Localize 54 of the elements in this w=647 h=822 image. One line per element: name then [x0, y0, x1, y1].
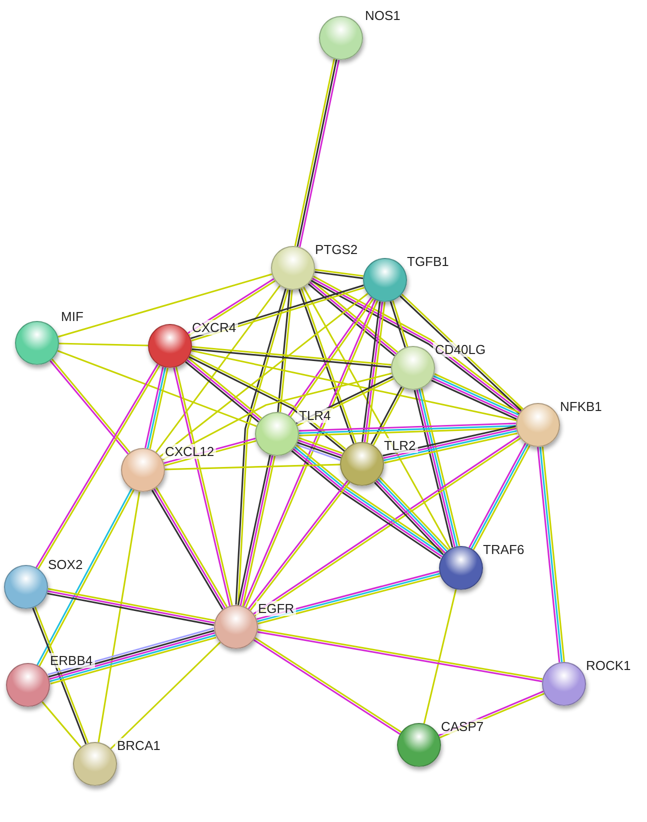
- protein-node: [542, 662, 586, 706]
- interaction-line: [314, 271, 364, 280]
- protein-label: TLR4: [297, 408, 333, 423]
- interaction-line: [58, 342, 148, 346]
- interaction-line: [98, 492, 140, 742]
- protein-node: [340, 442, 384, 486]
- interaction-line: [298, 425, 516, 434]
- protein-node: [148, 324, 192, 368]
- interaction-line: [191, 350, 517, 422]
- protein-label: TLR2: [382, 438, 418, 453]
- protein-node: [4, 565, 48, 609]
- protein-label: BRCA1: [115, 738, 162, 753]
- interaction-line: [314, 268, 364, 277]
- protein-node: [363, 258, 407, 302]
- protein-label: CXCR4: [190, 320, 238, 335]
- interaction-line: [58, 273, 272, 338]
- interaction-line: [423, 589, 457, 724]
- interaction-line: [277, 290, 290, 412]
- protein-label: CD40LG: [433, 342, 488, 357]
- protein-label: CASP7: [439, 719, 486, 734]
- protein-label: CXCL12: [163, 444, 216, 459]
- interaction-line: [42, 701, 82, 748]
- interaction-line: [160, 292, 368, 458]
- protein-node: [271, 246, 315, 290]
- protein-node: [214, 605, 258, 649]
- protein-label: SOX2: [46, 557, 85, 572]
- interaction-line: [155, 285, 281, 453]
- protein-node: [516, 403, 560, 447]
- protein-node: [121, 448, 165, 492]
- protein-label: TRAF6: [481, 542, 526, 557]
- protein-label: ROCK1: [584, 658, 633, 673]
- protein-label: MIF: [59, 309, 86, 324]
- interaction-line: [280, 290, 293, 412]
- protein-label: ERBB4: [48, 653, 95, 668]
- protein-node: [255, 412, 299, 456]
- protein-node: [391, 346, 435, 390]
- protein-node: [439, 546, 483, 590]
- protein-node: [319, 16, 363, 60]
- protein-label: PTGS2: [313, 242, 360, 257]
- protein-label: NOS1: [363, 8, 402, 23]
- protein-label: NFKB1: [558, 399, 604, 414]
- protein-node: [15, 321, 59, 365]
- interaction-line: [57, 350, 257, 427]
- protein-node: [73, 742, 117, 786]
- interaction-line: [110, 642, 221, 750]
- protein-node: [6, 663, 50, 707]
- protein-label: TGFB1: [405, 254, 451, 269]
- interaction-line: [303, 286, 451, 550]
- interaction-line: [164, 464, 340, 470]
- protein-node: [397, 723, 441, 767]
- protein-label: EGFR: [256, 601, 296, 616]
- interaction-line: [299, 427, 516, 436]
- interaction-line: [298, 422, 516, 432]
- interaction-line: [162, 372, 392, 460]
